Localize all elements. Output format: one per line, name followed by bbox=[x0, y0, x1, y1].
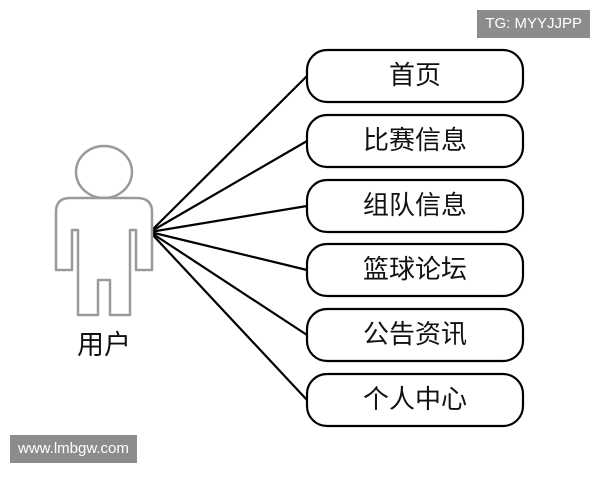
connector-lines bbox=[149, 75, 308, 401]
association-line-1 bbox=[149, 75, 308, 233]
association-line-2 bbox=[149, 140, 308, 233]
watermark-bottom-left: www.lmbgw.com bbox=[10, 435, 137, 463]
use-case-forum: 篮球论坛 bbox=[305, 242, 525, 298]
use-case-label: 组队信息 bbox=[363, 191, 467, 221]
use-case-box bbox=[305, 242, 525, 298]
association-line-4 bbox=[149, 230, 308, 272]
use-case-box bbox=[305, 307, 525, 363]
use-case-label: 公告资讯 bbox=[363, 320, 467, 350]
use-case-label: 比赛信息 bbox=[363, 126, 467, 156]
use-case-announcements: 公告资讯 bbox=[305, 307, 525, 363]
use-case-box bbox=[305, 48, 525, 104]
use-case-match-info: 比赛信息 bbox=[305, 113, 525, 169]
actor-head bbox=[74, 144, 134, 200]
use-case-personal-center: 个人中心 bbox=[305, 372, 525, 428]
association-line-5 bbox=[149, 231, 308, 336]
use-case-box bbox=[305, 372, 525, 428]
actor-label: 用户 bbox=[77, 330, 131, 361]
association-line-3 bbox=[149, 204, 308, 234]
actor-body bbox=[54, 196, 154, 317]
use-case-box bbox=[305, 178, 525, 234]
use-case-label: 首页 bbox=[389, 61, 441, 91]
association-line-6 bbox=[149, 231, 308, 401]
use-case-box bbox=[305, 113, 525, 169]
actor-figure bbox=[54, 144, 154, 317]
use-case-team-info: 组队信息 bbox=[305, 178, 525, 234]
use-case-list: 首页 比赛信息 组队信息 篮球论坛 公告资讯 个人中心 bbox=[305, 48, 525, 428]
use-case-label: 篮球论坛 bbox=[363, 255, 467, 285]
watermark-top-right: TG: MYYJJPP bbox=[477, 10, 590, 38]
use-case-home: 首页 bbox=[305, 48, 525, 104]
use-case-label: 个人中心 bbox=[363, 385, 467, 415]
